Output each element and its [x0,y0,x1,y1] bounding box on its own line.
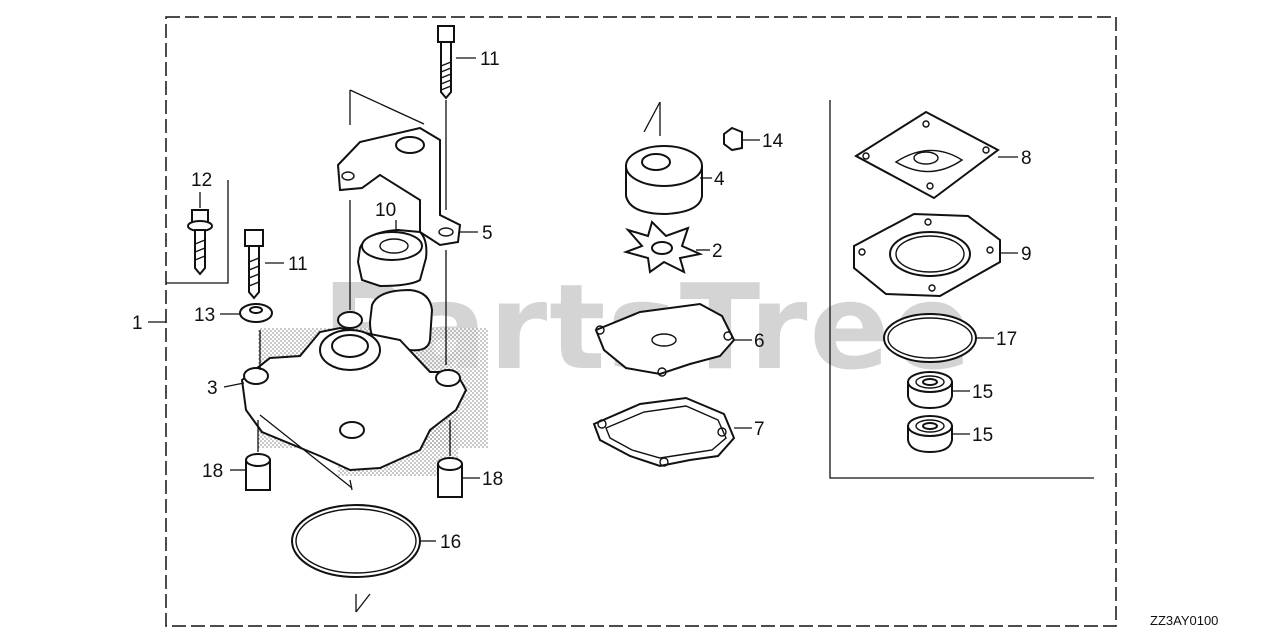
callout-9: 9 [1021,244,1032,265]
part-4-impeller-housing [625,145,703,216]
part-15-bearing-bottom [907,415,953,454]
callout-2: 2 [712,241,723,262]
diagram-code: ZZ3AY0100 [1150,613,1218,628]
callout-13: 13 [194,305,215,326]
part-11-bolt-top [437,25,455,100]
part-15-bearing-top [907,371,953,410]
part-11-bolt-left [244,229,264,300]
callout-5: 5 [482,223,493,244]
leader-lines [148,57,1018,542]
kit-bracket-12 [166,180,229,284]
part-10-grommet [356,228,428,288]
callout-17: 17 [996,329,1017,350]
callout-7: 7 [754,419,765,440]
part-2-impeller [622,220,704,274]
callout-15-bottom: 15 [972,425,993,446]
callout-labels: 1 11 11 12 13 3 5 10 4 2 14 6 7 8 9 17 1… [132,49,1032,553]
part-7-gasket [592,396,736,468]
callout-6: 6 [754,331,765,352]
part-13-washer [239,303,273,323]
callout-3: 3 [207,378,218,399]
part-18-dowel-left [245,453,271,491]
part-18-dowel-right [437,457,463,498]
callout-15-top: 15 [972,382,993,403]
part-3-pump-housing [240,311,468,472]
callout-8: 8 [1021,148,1032,169]
callout-12: 12 [191,170,212,191]
callout-1: 1 [132,313,143,334]
part-8-wear-plate [854,110,1000,200]
callout-11-top: 11 [480,49,500,70]
part-12-flange-bolt [187,209,213,276]
callout-18-right: 18 [482,469,503,490]
callout-4: 4 [714,169,725,190]
part-6-gasket [594,302,736,377]
part-5-pump-case-cover [336,126,462,247]
part-9-gasket-plate [853,212,1001,298]
callout-11-left: 11 [288,254,308,275]
callout-16: 16 [440,532,461,553]
callout-14: 14 [762,131,784,152]
part-17-o-ring [883,313,977,363]
callout-10: 10 [375,200,396,221]
kit-bracket-right [829,100,1094,479]
part-14-key [723,126,743,152]
part-16-o-ring [291,504,421,578]
assembly-guide-lines [257,89,661,613]
callout-18-left: 18 [202,461,223,482]
